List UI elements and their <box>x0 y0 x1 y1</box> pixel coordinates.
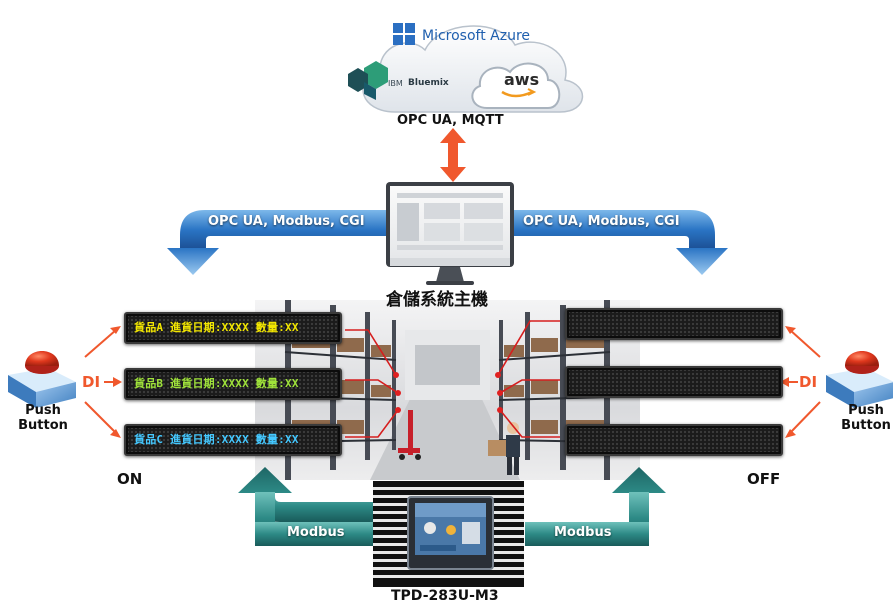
left-di-label: DI <box>82 373 101 391</box>
led-sign-a: 貨品A 進貨日期:XXXX 數量:XX <box>124 312 342 344</box>
tpd-device-graphic <box>373 481 524 587</box>
ibm-logo-text: IBM <box>388 79 403 88</box>
led-sign-c: 貨品C 進貨日期:XXXX 數量:XX <box>124 424 342 456</box>
device-label: TPD-283U-M3 <box>391 588 499 604</box>
left-push-label-line1: Push <box>25 403 61 418</box>
on-state-label: ON <box>117 470 143 488</box>
led-sign-right-2 <box>565 366 783 398</box>
bluemix-logo-icon <box>348 61 388 100</box>
worker-graphic <box>488 422 520 475</box>
hand-truck-graphic <box>398 410 421 460</box>
right-push-label-line1: Push <box>848 403 884 418</box>
led-sign-right-1 <box>565 308 783 340</box>
right-push-button-label: Push Button <box>826 403 893 433</box>
blue-arrow-right <box>510 210 728 275</box>
left-host-protocols-label: OPC UA, Modbus, CGI <box>208 214 365 229</box>
led-sign-right-3 <box>565 424 783 456</box>
right-host-protocols-label: OPC UA, Modbus, CGI <box>523 214 680 229</box>
left-di-arrows <box>84 326 122 438</box>
led-sign-b-text: 貨品B 進貨日期:XXXX 數量:XX <box>134 377 299 390</box>
led-sign-c-text: 貨品C 進貨日期:XXXX 數量:XX <box>134 433 299 446</box>
left-push-button-graphic <box>8 351 76 408</box>
left-push-label-line2: Button <box>18 418 68 433</box>
left-modbus-label: Modbus <box>287 525 345 540</box>
right-di-arrows <box>780 326 821 438</box>
off-state-label: OFF <box>747 470 781 488</box>
azure-logo-text: Microsoft Azure <box>422 28 531 44</box>
host-monitor-graphic <box>386 182 514 285</box>
right-modbus-label: Modbus <box>554 525 612 540</box>
right-di-label: DI <box>799 373 818 391</box>
cloud-protocols-label: OPC UA, MQTT <box>397 113 504 128</box>
blue-arrow-left <box>167 210 387 275</box>
right-push-button-graphic <box>826 351 893 408</box>
host-label: 倉儲系統主機 <box>386 290 488 310</box>
cloud-host-double-arrow <box>440 128 466 182</box>
microsoft-logo-icon <box>393 23 415 45</box>
left-push-button-label: Push Button <box>3 403 83 433</box>
aws-logo-text: aws <box>504 70 540 89</box>
teal-arrow-right <box>525 467 666 546</box>
cloud-graphic <box>348 23 584 113</box>
right-push-label-line2: Button <box>841 418 891 433</box>
led-sign-a-text: 貨品A 進貨日期:XXXX 數量:XX <box>134 321 299 334</box>
led-sign-b: 貨品B 進貨日期:XXXX 數量:XX <box>124 368 342 400</box>
teal-arrow-left <box>238 467 373 546</box>
bluemix-logo-text: Bluemix <box>408 78 449 88</box>
